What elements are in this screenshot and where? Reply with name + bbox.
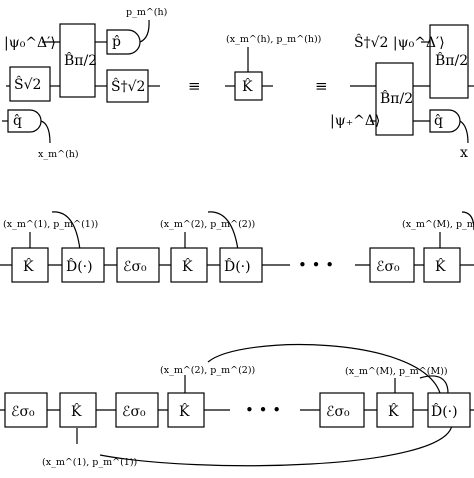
q-measurement-right: [429, 109, 461, 133]
q-hat-label: q̂: [13, 113, 22, 129]
kM-box: [423, 247, 461, 283]
state-psi0-label: |ψ₀^Δ′⟩: [4, 35, 56, 51]
c-kM-label: K̂: [388, 402, 399, 420]
eM-box: [369, 247, 415, 283]
c-outcome-1-label: (x_m^(1), p_m^(1)): [42, 457, 137, 468]
ellipsis-b: • • •: [298, 256, 334, 274]
beam-splitter-mid-box: [375, 62, 414, 136]
c-kM-box: [376, 392, 414, 428]
e1-box: [116, 247, 160, 283]
beam-splitter-top-label: B̂π/2: [435, 51, 468, 69]
s-dagger-label: Ŝ†√2: [111, 77, 145, 95]
c-d-box: [427, 392, 471, 428]
p-outcome-wire: [139, 19, 150, 43]
kM-label: K̂: [435, 257, 446, 275]
wire-c-feed-1: [76, 424, 453, 467]
s-sqrt2-box: [9, 66, 51, 102]
wire-c-feed-M: [419, 375, 449, 394]
c-k2-label: K̂: [179, 402, 190, 420]
q-hat-right-label: q̂: [434, 113, 443, 129]
panel-b: (x_m^(1), p_m^(1)) K̂ D̂(·) ℰσ₀ (x_m^(2)…: [0, 211, 474, 283]
panel-c: ℰσ₀ K̂ ℰσ₀ K̂ (x_m^(2), p_m^(2)) • • • ℰ…: [0, 343, 474, 468]
c-eM-box: [319, 392, 365, 428]
p-measurement: [106, 29, 141, 55]
equivalence-sign-2: ≡: [315, 77, 328, 95]
k2-box: [170, 247, 208, 283]
q-outcome-wire-right: [459, 120, 469, 144]
d2-label: D̂(·): [224, 257, 251, 275]
outcome-2-label: (x_m^(2), p_m^(2)): [160, 219, 255, 230]
k-center-label: K̂: [242, 77, 253, 95]
p-hat-label: p̂: [112, 34, 121, 50]
q-measurement: [7, 109, 42, 133]
c-eM-label: ℰσ₀: [326, 404, 350, 420]
d1-box: [61, 247, 105, 283]
c-d-label: D̂(·): [431, 402, 458, 420]
d2-box: [219, 247, 263, 283]
beam-splitter-mid-label: B̂π/2: [380, 89, 413, 107]
state-psi-plus-label: |ψ₊^Δ⟩: [330, 113, 380, 129]
c-k1-label: K̂: [71, 402, 82, 420]
ellipsis-c: • • •: [245, 401, 281, 419]
s-sqrt2-label: Ŝ√2: [14, 75, 41, 93]
outcome-M-label: (x_m^(M), p_m^(M)): [402, 219, 474, 230]
d1-label: D̂(·): [66, 257, 93, 275]
eM-label: ℰσ₀: [376, 259, 400, 275]
e1-label: ℰσ₀: [123, 259, 147, 275]
s-dagger-state-label: Ŝ†√2 |ψ₀^Δ′⟩: [354, 33, 445, 51]
c-k1-box: [59, 392, 97, 428]
wire-b-feed-1: [51, 211, 81, 251]
x-partial-label: x: [460, 145, 468, 161]
wire-b-feed-2: [207, 211, 239, 251]
k-outcomes-label: (x_m^(h), p_m^(h)): [226, 34, 321, 45]
c-k2-box: [167, 392, 205, 428]
q-outcome-label: x_m^(h): [38, 149, 79, 160]
panel-a: |ψ₀^Δ′⟩ Ŝ√2 B̂π/2 p̂ p_m^(h) Ŝ†√2 q̂ x_m…: [2, 7, 474, 161]
c-outcome-2-label: (x_m^(2), p_m^(2)): [160, 365, 255, 376]
c-outcome-M-label: (x_m^(M), p_m^(M)): [345, 366, 448, 377]
k1-label: K̂: [23, 257, 34, 275]
c-e2-box: [115, 392, 159, 428]
beam-splitter-top-box: [429, 24, 469, 99]
c-e2-label: ℰσ₀: [122, 404, 146, 420]
equivalence-sign-1: ≡: [188, 77, 201, 95]
beam-splitter-label: B̂π/2: [64, 51, 97, 69]
p-outcome-label: p_m^(h): [126, 7, 167, 18]
k1-box: [11, 247, 49, 283]
k-box-center: [234, 71, 263, 101]
s-dagger-box: [106, 69, 149, 103]
wire-c-feed-2: [207, 343, 441, 394]
q-outcome-wire: [40, 120, 51, 144]
beam-splitter-box: [59, 23, 96, 98]
k2-label: K̂: [182, 257, 193, 275]
c-e1-label: ℰσ₀: [11, 404, 35, 420]
outcome-1-label: (x_m^(1), p_m^(1)): [3, 219, 98, 230]
c-e1-box: [4, 392, 48, 428]
